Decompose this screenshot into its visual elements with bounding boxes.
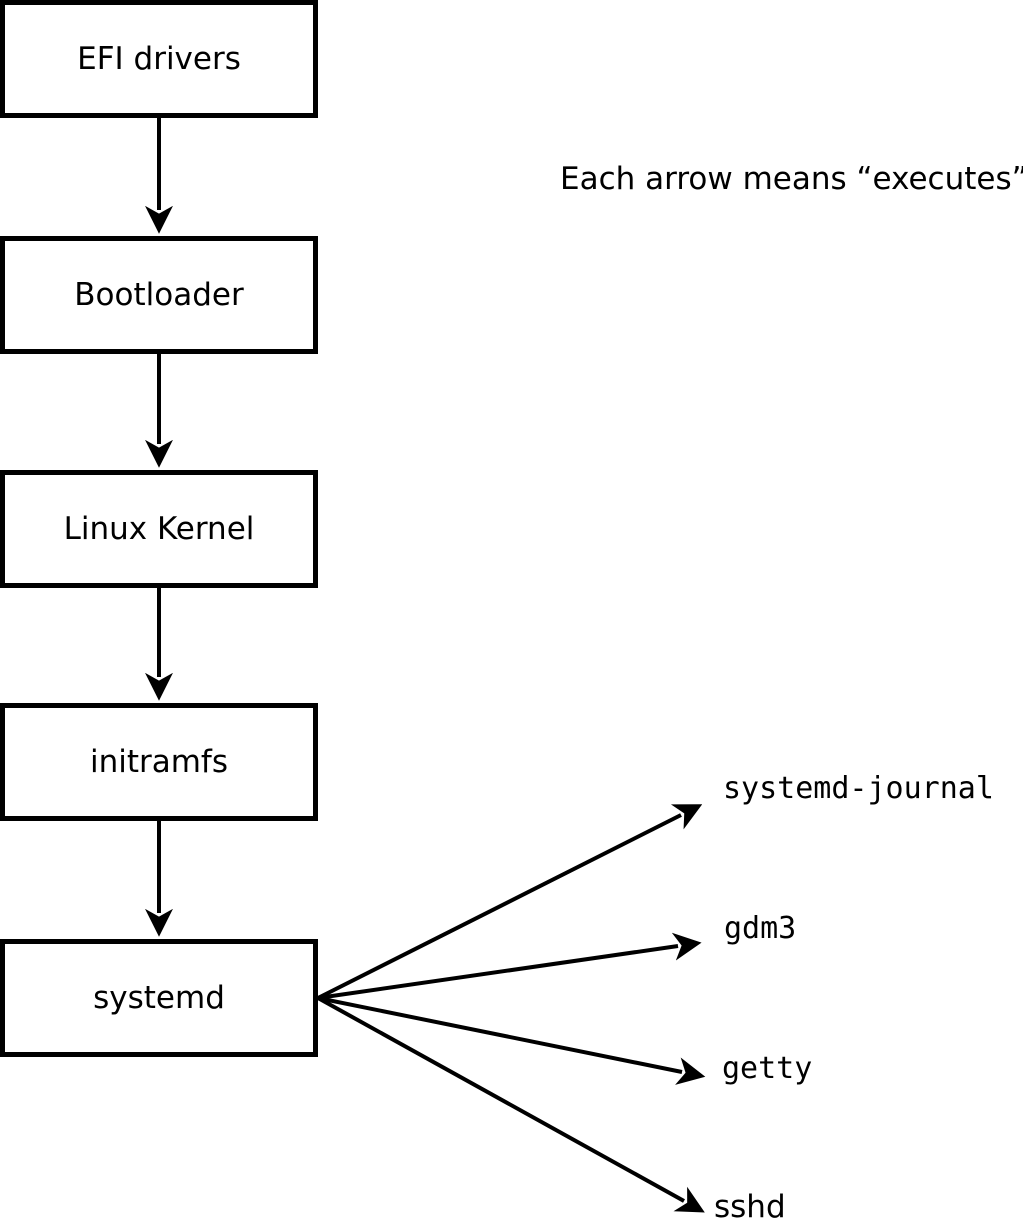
arrow-meaning-note: Each arrow means “executes”. (560, 161, 1023, 197)
label-gdm3: gdm3 (724, 911, 797, 946)
label-sshd: sshd (714, 1189, 786, 1225)
box-initramfs-label: initramfs (89, 743, 229, 780)
arrow-systemd-to-systemd-journal (317, 804, 703, 1000)
box-linux-kernel: Linux Kernel (0, 470, 318, 588)
box-bootloader-label: Bootloader (74, 276, 244, 313)
arrow-systemd-to-getty (317, 996, 706, 1085)
arrow-systemd-to-sshd (317, 996, 705, 1213)
label-getty: getty (722, 1051, 813, 1086)
box-efi-drivers: EFI drivers (0, 0, 318, 118)
label-systemd-journal: systemd-journal (723, 771, 994, 806)
box-linux-kernel-label: Linux Kernel (63, 510, 255, 547)
box-initramfs: initramfs (0, 703, 318, 821)
box-systemd-label: systemd (93, 979, 225, 1016)
box-bootloader: Bootloader (0, 236, 318, 354)
arrow-systemd-to-gdm3 (317, 932, 702, 1000)
box-efi-drivers-label: EFI drivers (77, 40, 241, 77)
box-systemd: systemd (0, 939, 318, 1057)
